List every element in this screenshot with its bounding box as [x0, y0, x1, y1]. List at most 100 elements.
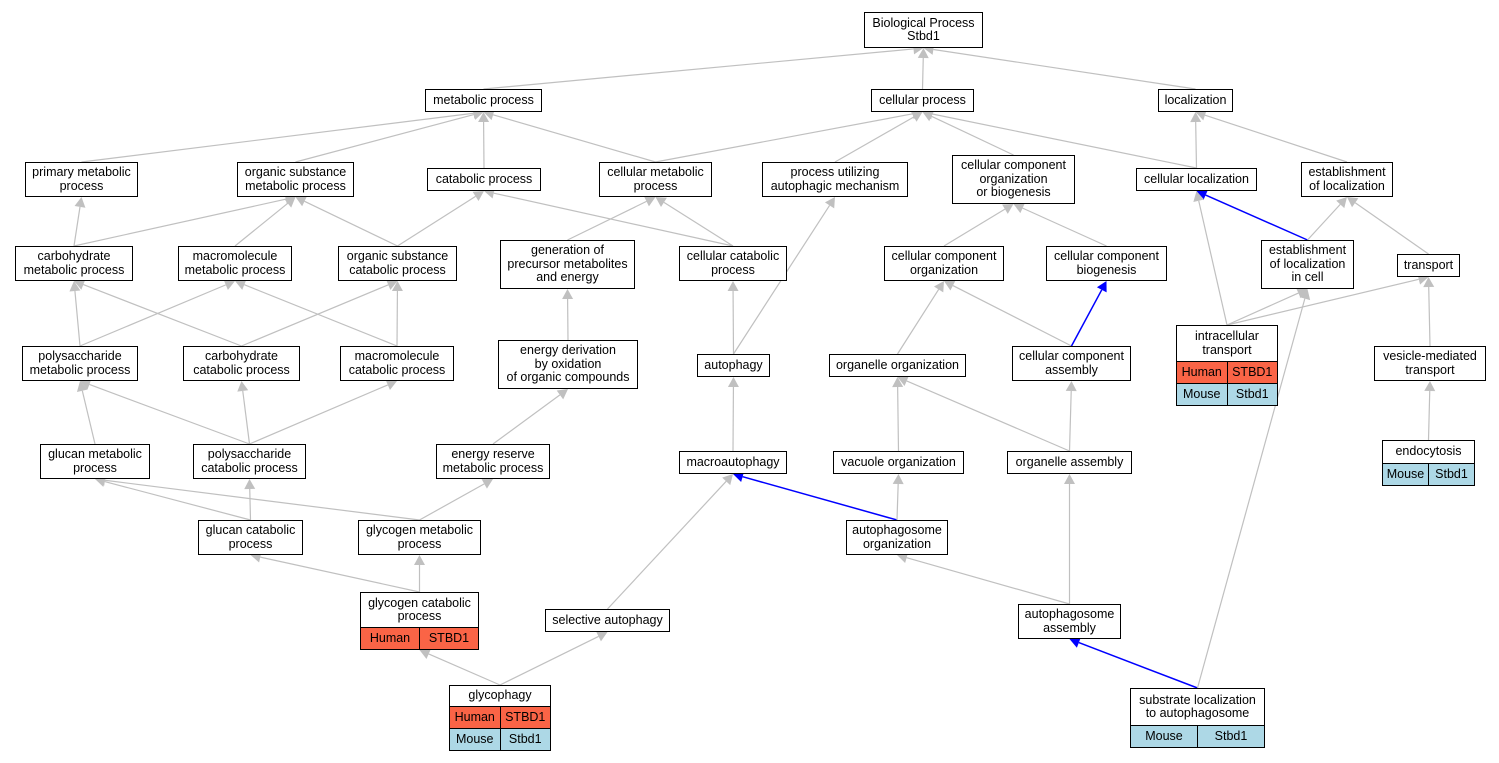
- arrowhead-ermp-ed: [556, 389, 568, 400]
- edge-slap-apa: [1078, 641, 1198, 689]
- node-label: carbohydrate metabolic process: [23, 249, 125, 277]
- edge-elic-eloc: [1307, 203, 1341, 241]
- node-transport[interactable]: transport: [1397, 254, 1460, 277]
- edge-glmp-ermp: [419, 483, 485, 521]
- node-metabolic-process[interactable]: metabolic process: [425, 89, 542, 112]
- node-catabolic-process[interactable]: catabolic process: [427, 168, 541, 191]
- edge-apa-apo: [906, 557, 1070, 605]
- node-organelle-organization[interactable]: organelle organization: [829, 354, 966, 377]
- arrowhead-vmt-trn: [1423, 277, 1435, 288]
- node-process-utilizing-autophagic-mechanism[interactable]: process utilizing autophagic mechanism: [762, 162, 908, 197]
- arrowhead-it-cloc: [1193, 191, 1205, 202]
- edge-ccob-cell: [931, 115, 1014, 156]
- node-carbohydrate-catabolic-process[interactable]: carbohydrate catabolic process: [183, 346, 300, 381]
- node-cellular-process[interactable]: cellular process: [871, 89, 974, 112]
- node-label: cellular component organization or bioge…: [961, 158, 1066, 200]
- node-glycogen-metabolic-process[interactable]: glycogen metabolic process: [358, 520, 481, 555]
- arrowhead-gmp-psmp: [76, 381, 88, 393]
- arrowhead-pscp-chcp: [237, 381, 249, 392]
- arrowhead-endo-vmt: [1424, 381, 1436, 392]
- node-label: glycogen catabolic process: [368, 595, 471, 623]
- arrowhead-psmp-mmp: [223, 279, 235, 290]
- node-selective-autophagy[interactable]: selective autophagy: [545, 609, 670, 632]
- node-label: macromolecule catabolic process: [348, 349, 446, 377]
- node-organic-substance-metabolic-process[interactable]: organic substance metabolic process: [237, 162, 354, 197]
- arrowhead-oscp-catp: [472, 191, 484, 202]
- node-macromolecule-catabolic-process[interactable]: macromolecule catabolic process: [340, 346, 454, 381]
- node-localization[interactable]: localization: [1158, 89, 1233, 112]
- node-vesicle-mediated-transport[interactable]: vesicle-mediated transport: [1374, 346, 1486, 381]
- arrowhead-pscp-psmp: [80, 379, 92, 390]
- node-label: glycogen metabolic process: [365, 523, 473, 551]
- edge-cco-ccob: [943, 208, 1006, 247]
- node-organic-substance-catabolic-process[interactable]: organic substance catabolic process: [338, 246, 457, 281]
- node-establishment-of-localization-in-cell[interactable]: establishment of localization in cell: [1261, 240, 1354, 289]
- node-establishment-of-localization[interactable]: establishment of localization: [1301, 162, 1393, 197]
- node-energy-derivation-by-oxidation[interactable]: energy derivation by oxidation of organi…: [498, 340, 638, 389]
- arrowhead-trn-eloc: [1347, 197, 1359, 208]
- node-vacuole-organization[interactable]: vacuole organization: [833, 451, 964, 474]
- gene-cell: Stbd1: [499, 729, 551, 750]
- edge-psmp-chmp: [74, 290, 81, 347]
- edge-ccp-catp: [493, 192, 734, 247]
- edge-oscp-catp: [397, 195, 476, 247]
- node-energy-reserve-metabolic-process[interactable]: energy reserve metabolic process: [436, 444, 550, 479]
- node-cellular-component-organization-or-biogenesis[interactable]: cellular component organization or bioge…: [952, 155, 1075, 204]
- node-autophagosome-organization[interactable]: autophagosome organization: [846, 520, 948, 555]
- edge-glyp-saut: [499, 635, 599, 686]
- node-organelle-assembly[interactable]: organelle assembly: [1007, 451, 1132, 474]
- node-label: cellular component assembly: [1019, 349, 1124, 377]
- node-macromolecule-metabolic-process[interactable]: macromolecule metabolic process: [178, 246, 292, 281]
- edge-gmp-psmp: [81, 390, 96, 445]
- arrowhead-cco-ccob: [1002, 204, 1014, 214]
- node-label: localization: [1164, 92, 1227, 107]
- node-autophagy[interactable]: autophagy: [697, 354, 770, 377]
- node-primary-metabolic-process[interactable]: primary metabolic process: [25, 162, 138, 197]
- arrowhead-saut-maut: [722, 474, 733, 486]
- arrowhead-ed-gpme: [562, 289, 574, 300]
- node-autophagosome-assembly[interactable]: autophagosome assembly: [1018, 604, 1121, 639]
- arrowhead-it-elic: [1296, 288, 1308, 299]
- node-cellular-catabolic-process[interactable]: cellular catabolic process: [679, 246, 787, 281]
- node-substrate-localization-to-autophagosome[interactable]: substrate localization to autophagosome …: [1130, 688, 1265, 748]
- node-label: cellular metabolic process: [607, 165, 704, 193]
- node-carbohydrate-metabolic-process[interactable]: carbohydrate metabolic process: [15, 246, 133, 281]
- gene-cell: STBD1: [499, 707, 551, 728]
- edge-it-trn: [1226, 278, 1419, 326]
- node-macroautophagy[interactable]: macroautophagy: [679, 451, 787, 474]
- node-label: macroautophagy: [686, 454, 780, 469]
- edge-vmt-trn: [1428, 286, 1431, 347]
- edge-puam-cell: [834, 116, 915, 163]
- node-label: organelle assembly: [1015, 454, 1124, 469]
- species-cell: Mouse: [1182, 386, 1221, 401]
- arrowhead-glmp-ermp: [481, 479, 493, 489]
- edge-cca-ccb: [1070, 289, 1103, 347]
- arrowhead-slap-apa: [1069, 637, 1081, 648]
- node-cellular-localization[interactable]: cellular localization: [1136, 168, 1257, 191]
- edge-glyp-glcp: [428, 653, 501, 686]
- edge-saut-maut: [607, 480, 727, 610]
- arrowhead-slap-elic: [1299, 289, 1311, 301]
- arrowhead-ccb-ccob: [1013, 203, 1025, 214]
- node-glucan-catabolic-process[interactable]: glucan catabolic process: [198, 520, 303, 555]
- node-cellular-component-assembly[interactable]: cellular component assembly: [1012, 346, 1131, 381]
- node-cellular-component-biogenesis[interactable]: cellular component biogenesis: [1046, 246, 1167, 281]
- node-glucan-metabolic-process[interactable]: glucan metabolic process: [40, 444, 150, 479]
- edge-cmp-met: [492, 114, 656, 163]
- node-generation-of-precursor-metabolites-and-energy[interactable]: generation of precursor metabolites and …: [500, 240, 635, 289]
- node-cellular-metabolic-process[interactable]: cellular metabolic process: [599, 162, 712, 197]
- node-biological-process[interactable]: Biological Process Stbd1: [864, 12, 983, 48]
- node-polysaccharide-catabolic-process[interactable]: polysaccharide catabolic process: [193, 444, 306, 479]
- node-polysaccharide-metabolic-process[interactable]: polysaccharide metabolic process: [22, 346, 138, 381]
- node-label: energy reserve metabolic process: [442, 447, 544, 475]
- arrowhead-apa-oa: [1064, 474, 1075, 484]
- node-label: autophagosome organization: [852, 523, 942, 551]
- arrowhead-chmp-pmp: [74, 197, 86, 208]
- node-label: cellular component organization: [891, 249, 997, 277]
- node-cellular-component-organization[interactable]: cellular component organization: [884, 246, 1004, 281]
